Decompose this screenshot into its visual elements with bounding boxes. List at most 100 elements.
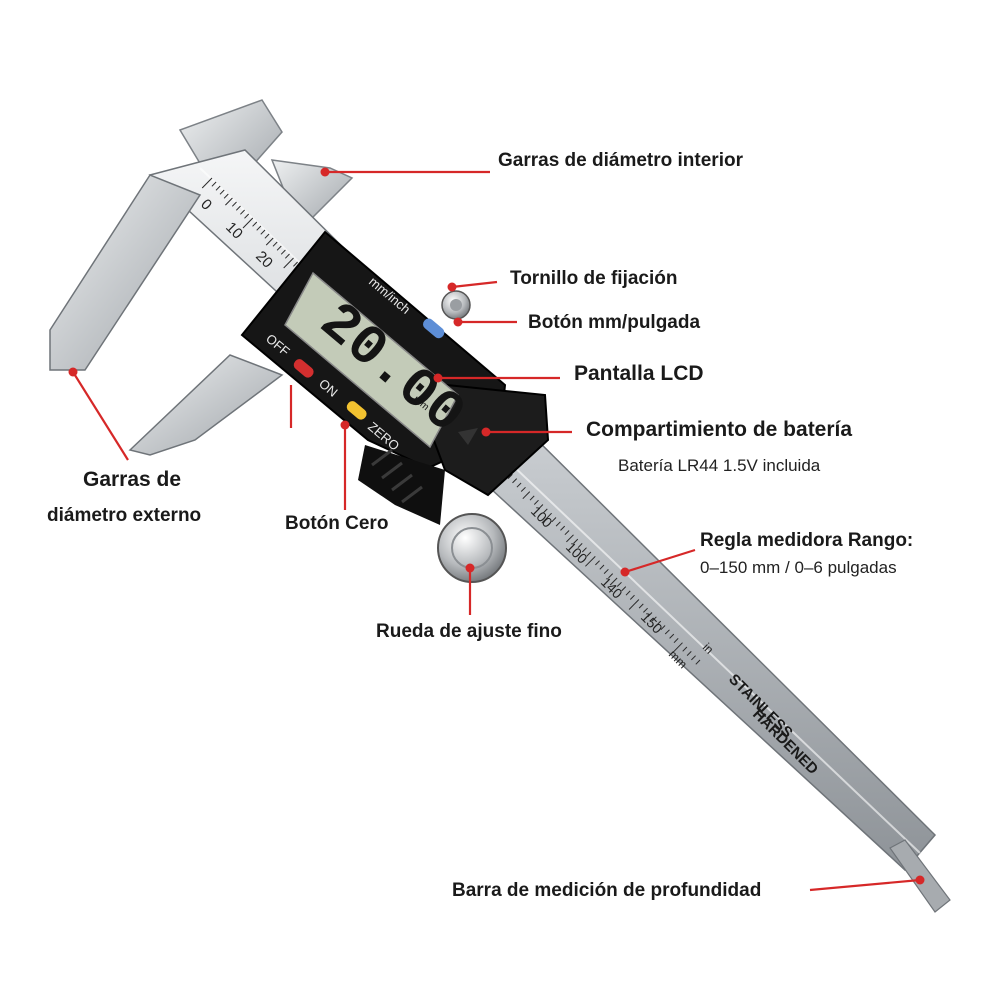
scale-tick: [660, 625, 666, 631]
scale-tick: [616, 581, 622, 587]
scale-tick: [256, 225, 262, 231]
label-outer-jaws-1: Garras de: [83, 468, 182, 491]
label-inner-jaws: Garras de diámetro interior: [498, 150, 743, 171]
dot-inner-jaws: [320, 167, 330, 177]
grip-ridges: [371, 448, 423, 504]
callout-depth-bar: [809, 878, 921, 892]
dot-battery: [481, 427, 491, 437]
scale-tick: [272, 241, 278, 247]
scale-tick: [609, 577, 618, 586]
scale-tick: [686, 651, 692, 656]
scale-tick: [507, 473, 513, 479]
label-outer-jaws-2: diámetro externo: [47, 505, 202, 526]
dot-depth-bar: [915, 875, 925, 885]
callout-dots: [68, 167, 925, 885]
fine-adjust-wheel[interactable]: [437, 513, 507, 583]
label-zero-button: Botón Cero: [285, 513, 389, 534]
scale-tick: [538, 504, 544, 510]
scale-tick: [653, 620, 662, 629]
scale-tick: [244, 213, 250, 219]
scale-tick: [608, 573, 614, 579]
scale-tick: [225, 197, 233, 206]
scale-tick: [629, 594, 635, 600]
scale-tick: [664, 629, 670, 635]
locking-screw[interactable]: [441, 290, 471, 320]
scale-tick: [283, 257, 294, 269]
scale-tick: [581, 547, 587, 553]
scale-tick: [542, 508, 548, 514]
scale-tick: [577, 543, 583, 549]
scale-tick: [231, 201, 237, 207]
label-ruler-2: 0–150 mm / 0–6 pulgadas: [700, 558, 897, 577]
outer-jaws: [49, 174, 284, 456]
label-depth-bar: Barra de medición de profundidad: [452, 880, 762, 901]
scale-tick: [555, 521, 561, 527]
scale-tick: [276, 245, 282, 251]
scale-tick: [516, 482, 522, 488]
dot-unit-button: [453, 317, 463, 327]
scale-tick: [541, 512, 552, 524]
scale-tick: [586, 551, 592, 557]
scale-tick: [265, 237, 274, 246]
scale-tick: [625, 590, 631, 596]
callout-ruler: [624, 548, 696, 574]
scale-tick: [643, 607, 648, 613]
callout-lock-screw: [451, 280, 498, 289]
scale-tick: [595, 560, 600, 566]
dot-lock-screw: [447, 282, 457, 292]
dot-lcd: [433, 373, 443, 383]
scale-tick: [520, 486, 526, 492]
scale-tick: [512, 478, 518, 484]
label-unit-button: Botón mm/pulgada: [528, 312, 701, 333]
scale-tick: [628, 599, 640, 610]
label-battery: Compartimiento de batería: [586, 418, 853, 441]
scale-tick: [223, 193, 229, 199]
scale-tick: [621, 586, 627, 592]
scale-tick: [201, 177, 213, 189]
scale-tick: [647, 612, 653, 618]
scale-tick: [264, 233, 270, 239]
label-battery-note: Batería LR44 1.5V incluida: [618, 456, 821, 475]
scale-tick: [564, 530, 570, 536]
scale-tick: [522, 491, 531, 500]
callout-outer-jaws: [72, 371, 129, 461]
callout-lines: [72, 170, 921, 892]
scale-tick: [651, 616, 657, 622]
scale-tick: [573, 538, 579, 544]
dot-outer-jaws: [68, 367, 78, 377]
battery-arrow-icon: [458, 428, 478, 445]
scale-tick: [551, 517, 557, 523]
label-ruler-1: Regla medidora Rango:: [700, 530, 914, 551]
scale-tick: [560, 525, 566, 531]
scale-tick: [673, 638, 679, 644]
dot-ruler: [620, 567, 630, 577]
scale-tick: [219, 189, 225, 195]
scale-tick: [240, 209, 245, 215]
scale-tick: [242, 217, 254, 229]
zero-button[interactable]: [345, 399, 369, 422]
scale-tick: [682, 646, 688, 652]
scale-tick: [533, 499, 539, 505]
scale-tick: [284, 253, 290, 259]
label-lcd: Pantalla LCD: [574, 362, 704, 385]
scale-tick: [585, 556, 596, 567]
scale-tick: [566, 534, 574, 543]
scale-tick: [211, 181, 217, 187]
off-button[interactable]: [292, 357, 316, 380]
scale-tick: [529, 495, 535, 501]
scale-tick: [691, 655, 696, 661]
scale-tick: [252, 221, 258, 227]
unit-toggle-button[interactable]: [421, 316, 446, 340]
label-lock-screw: Tornillo de fijación: [510, 268, 678, 289]
scale-tick: [235, 205, 241, 211]
scale-tick: [695, 659, 701, 665]
scale-tick: [293, 261, 298, 267]
scale-tick: [603, 568, 609, 574]
dot-fine-wheel: [465, 563, 475, 573]
scale-tick: [215, 185, 221, 191]
label-fine-wheel: Rueda de ajuste fino: [376, 621, 562, 642]
scale-tick: [280, 249, 286, 255]
scale-tick: [638, 603, 644, 609]
dot-zero-button: [340, 420, 350, 430]
